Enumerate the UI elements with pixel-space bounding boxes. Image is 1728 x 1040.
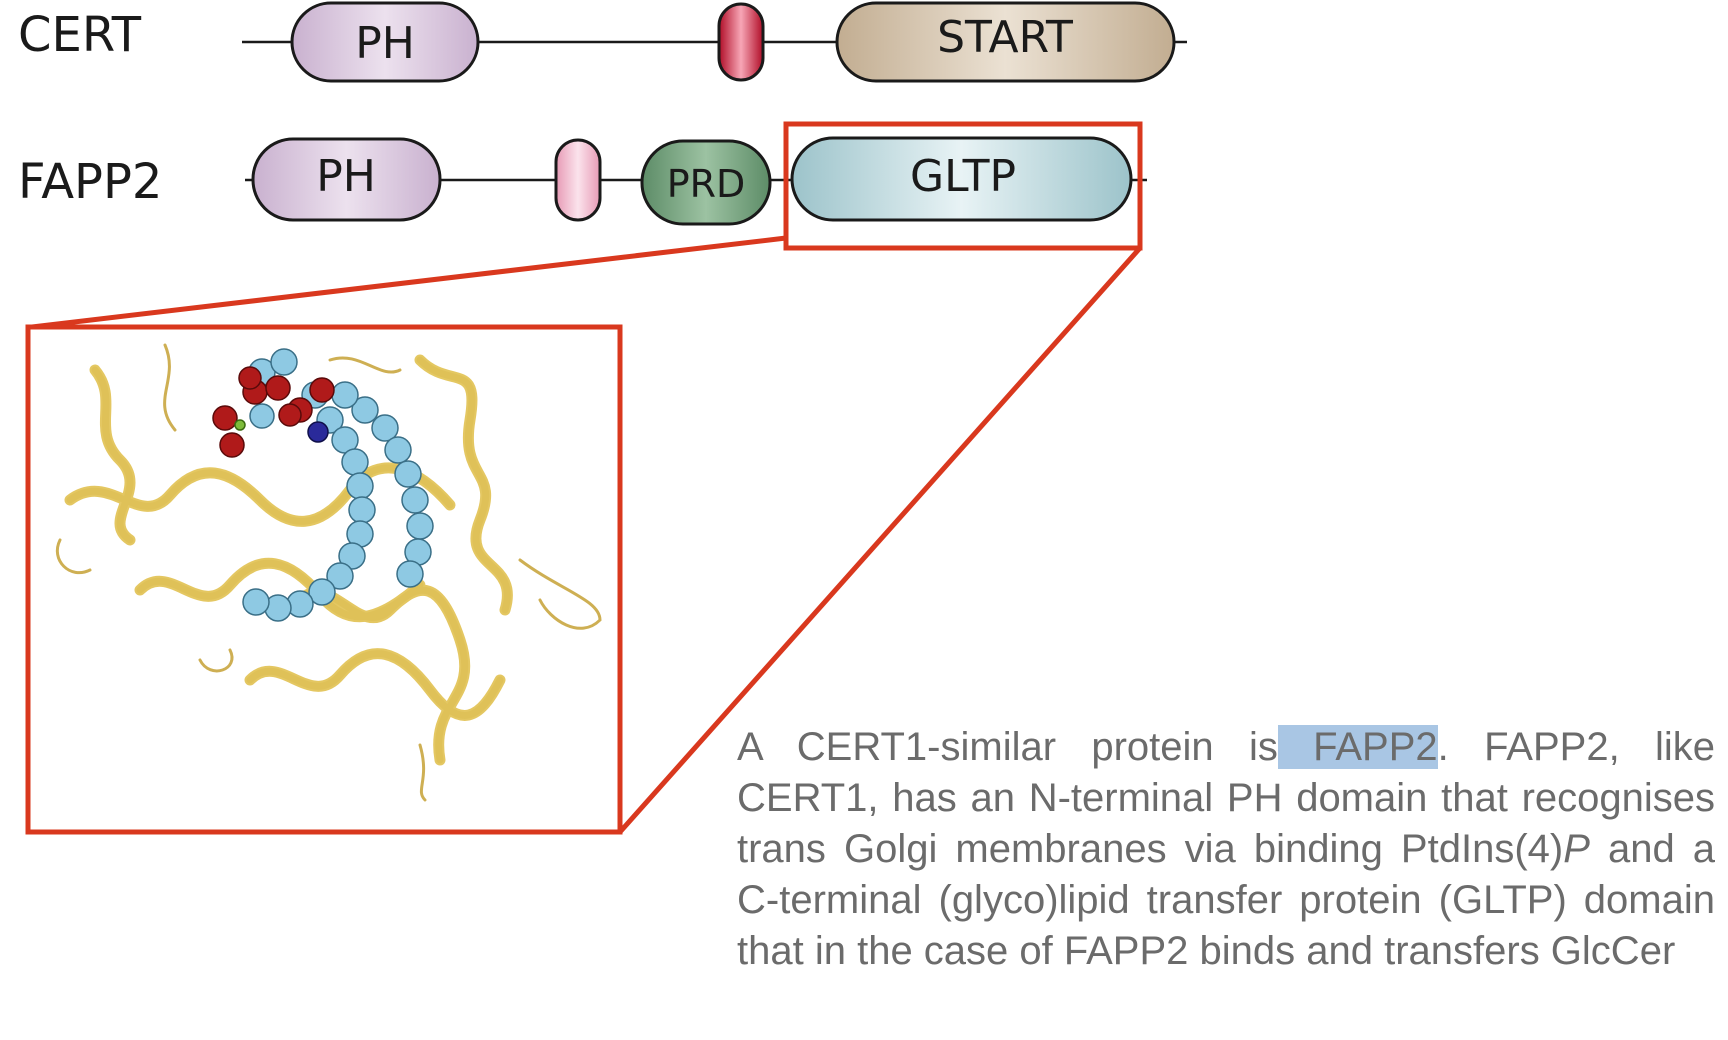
caption-italic-p: P [1563,827,1590,871]
cert-start-domain: START [835,1,1176,83]
caption-text-part3: and a C-terminal (glyco)lipid transfer p… [737,827,1716,973]
fapp2-gltp-domain: GLTP [790,136,1133,222]
protein-structure-ribbon [55,343,602,802]
cert-start-label: START [937,12,1073,63]
fapp2-gltp-label: GLTP [910,151,1016,202]
zoom-line-right [618,246,1142,834]
fapp2-ffat-motif [554,138,602,222]
cert-row: CERT PH START [18,1,1187,83]
gltp-highlight-box [783,121,1143,251]
caption-highlight-fapp2: FAPP2 [1277,725,1438,769]
fapp2-prd-label: PRD [667,162,746,206]
caption-text-part1: A CERT1-similar protein is [737,725,1278,769]
fapp2-ph-domain: PH [251,137,442,222]
fapp2-label: FAPP2 [18,154,162,210]
fapp2-row: FAPP2 PH PRD GLTP [18,136,1147,226]
cert-ph-domain: PH [290,1,480,83]
caption-paragraph: A CERT1-similar protein is FAPP2. FAPP2,… [737,722,1715,977]
cert-ffat-motif [717,2,765,82]
fapp2-ph-label: PH [316,151,376,202]
cert-label: CERT [18,7,142,63]
zoom-line-left [31,235,787,330]
fapp2-prd-domain: PRD [640,139,772,226]
cert-ph-label: PH [355,18,415,69]
caption-text-part2: . FAPP2, like CERT1, has an N-terminal P… [737,725,1716,871]
